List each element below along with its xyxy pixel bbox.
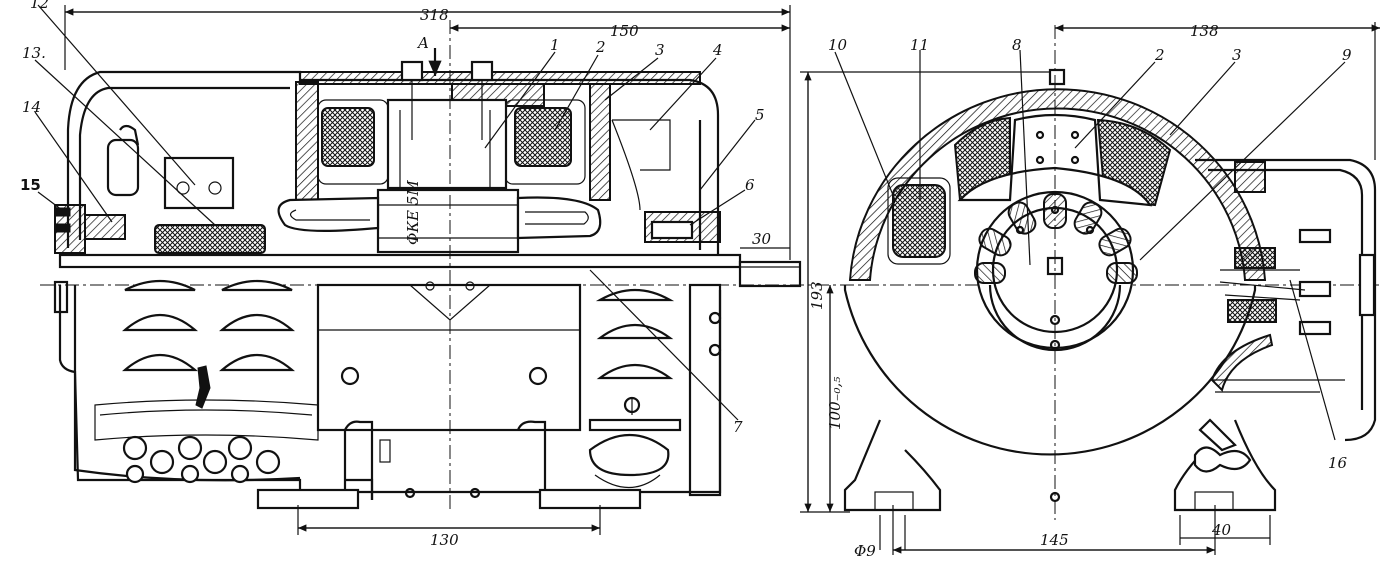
view-marker-a: A xyxy=(416,34,429,52)
dim-318: 318 xyxy=(420,6,449,24)
rotor-slots xyxy=(974,193,1138,284)
dim-100: 100₋₀,₅ xyxy=(826,377,844,430)
callout-11: 11 xyxy=(910,36,929,54)
callout-16: 16 xyxy=(1328,454,1348,472)
callout-leaders xyxy=(34,4,1346,441)
callout-labels: 1 2 3 4 5 6 7 8 9 10 11 12 13. 14 15 16 … xyxy=(20,0,1352,472)
dim-phi9: Φ9 xyxy=(854,542,876,560)
section-view: ФКЕ 5М xyxy=(40,20,1380,510)
callout-6: 6 xyxy=(745,176,755,194)
dim-30: 30 xyxy=(752,230,772,248)
callout-1: 1 xyxy=(550,36,560,54)
callout-14: 14 xyxy=(22,98,41,116)
dim-150: 150 xyxy=(610,22,639,40)
commutating-pole-coil xyxy=(892,184,946,258)
foot-right xyxy=(538,488,642,510)
commutator xyxy=(154,224,266,254)
callout-4: 4 xyxy=(712,41,723,59)
brush-holder xyxy=(163,156,235,210)
callout-3b: 3 xyxy=(1232,46,1242,64)
callout-15: 15 xyxy=(20,176,41,194)
callout-12: 12 xyxy=(30,0,49,12)
stamp-text: ФКЕ 5М xyxy=(404,180,422,245)
callout-8: 8 xyxy=(1012,36,1022,54)
vent-slot xyxy=(219,353,295,372)
vent-slot xyxy=(122,313,198,332)
vent-slot xyxy=(122,353,198,372)
wing-nut xyxy=(1193,446,1252,473)
vent-slot xyxy=(596,363,674,380)
dim-145: 145 xyxy=(1040,531,1069,549)
dim-138: 138 xyxy=(1190,22,1219,40)
callout-7: 7 xyxy=(733,418,743,436)
dim-130: 130 xyxy=(430,531,459,549)
callout-9: 9 xyxy=(1342,46,1352,64)
cross-section-view xyxy=(843,25,1377,520)
bolt-top-2 xyxy=(470,60,494,82)
dimension-lines xyxy=(64,5,1380,555)
end-bell xyxy=(588,433,670,477)
callout-3: 3 xyxy=(655,41,665,59)
stator-yoke xyxy=(848,88,1267,281)
field-coil-right xyxy=(514,107,572,167)
callout-13: 13. xyxy=(22,44,46,62)
dim-193: 193 xyxy=(808,281,826,310)
terminal-studs xyxy=(1298,228,1376,336)
callout-2: 2 xyxy=(595,38,606,56)
field-coil-left xyxy=(321,107,375,167)
foot-left xyxy=(256,488,360,510)
vent-holes xyxy=(122,435,281,484)
callout-10: 10 xyxy=(828,36,848,54)
shaft-end xyxy=(738,260,802,288)
vent-slot xyxy=(219,313,295,332)
callout-5: 5 xyxy=(755,106,765,124)
dim-40: 40 xyxy=(1211,521,1232,539)
bolt-top-1 xyxy=(400,60,424,82)
dimension-labels: 318 150 30 130 138 193 100₋₀,₅ 145 Φ9 40… xyxy=(416,6,1232,560)
vent-slot xyxy=(596,323,674,340)
callout-2b: 2 xyxy=(1154,46,1165,64)
